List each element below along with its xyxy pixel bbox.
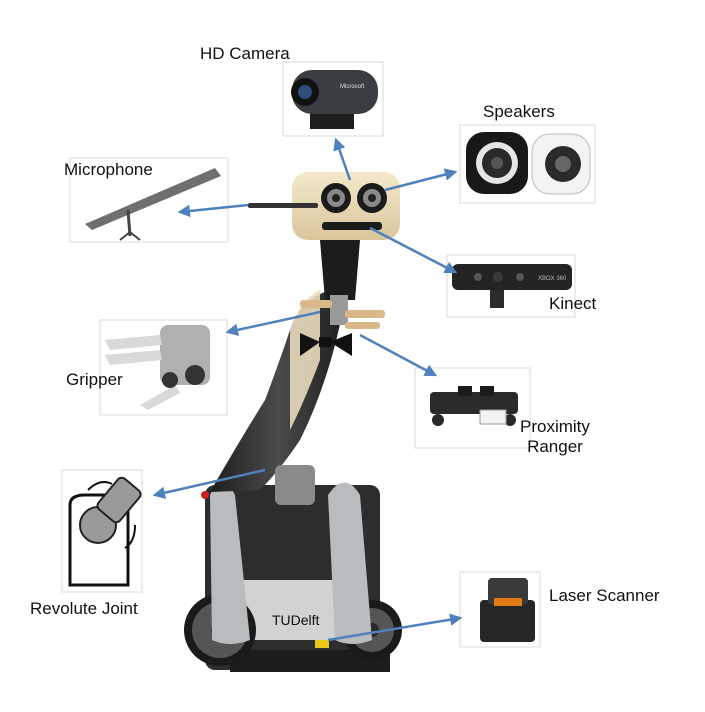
proximity-ranger-panel [414, 367, 531, 449]
head-microphone [248, 203, 318, 208]
arrow-hd-camera [333, 137, 352, 181]
label-proximity-line2: Ranger [527, 436, 583, 456]
arrow-speakers [384, 168, 458, 192]
arrow-laser-scanner [327, 613, 463, 642]
label-microphone: Microphone [64, 160, 153, 179]
arrow-proximity-ranger [359, 333, 438, 377]
robot-base [184, 482, 402, 672]
arrow-kinect [369, 226, 458, 274]
speakers-panel [459, 124, 596, 204]
label-proximity-ranger: Proximity Ranger [520, 417, 590, 456]
arrows [152, 137, 463, 642]
laser-scanner-panel [459, 571, 541, 648]
microphone-panel [69, 157, 229, 243]
label-gripper: Gripper [66, 370, 123, 389]
microphone-icon [85, 168, 221, 230]
label-speakers: Speakers [483, 102, 555, 121]
bow-tie [300, 333, 352, 356]
label-kinect: Kinect [549, 294, 597, 313]
laser-scanner-icon [480, 600, 535, 642]
camera-brand: Microsoft [340, 84, 365, 90]
label-hd-camera: HD Camera [200, 44, 290, 63]
revolute-joint-panel [61, 469, 143, 593]
label-laser-scanner: Laser Scanner [549, 586, 660, 605]
label-proximity-line1: Proximity [520, 417, 590, 436]
tudelft-logo: TUDelft [272, 612, 320, 628]
kinect-brand: XBOX 360 [538, 276, 567, 282]
arrow-gripper [225, 310, 321, 336]
proximity-sensor-icon [430, 392, 518, 414]
arrow-microphone [177, 203, 249, 218]
chest-gripper [300, 295, 385, 329]
kinect-icon [452, 264, 572, 290]
hd-camera-panel: Microsoft [282, 61, 384, 137]
kinect-panel: XBOX 360 [446, 254, 576, 318]
label-revolute-joint: Revolute Joint [30, 599, 138, 618]
arrow-revolute-joint [152, 468, 266, 499]
robot [184, 172, 402, 672]
gripper-panel [99, 319, 228, 416]
body-revolute-joint [275, 465, 315, 505]
robot-head [248, 172, 400, 240]
